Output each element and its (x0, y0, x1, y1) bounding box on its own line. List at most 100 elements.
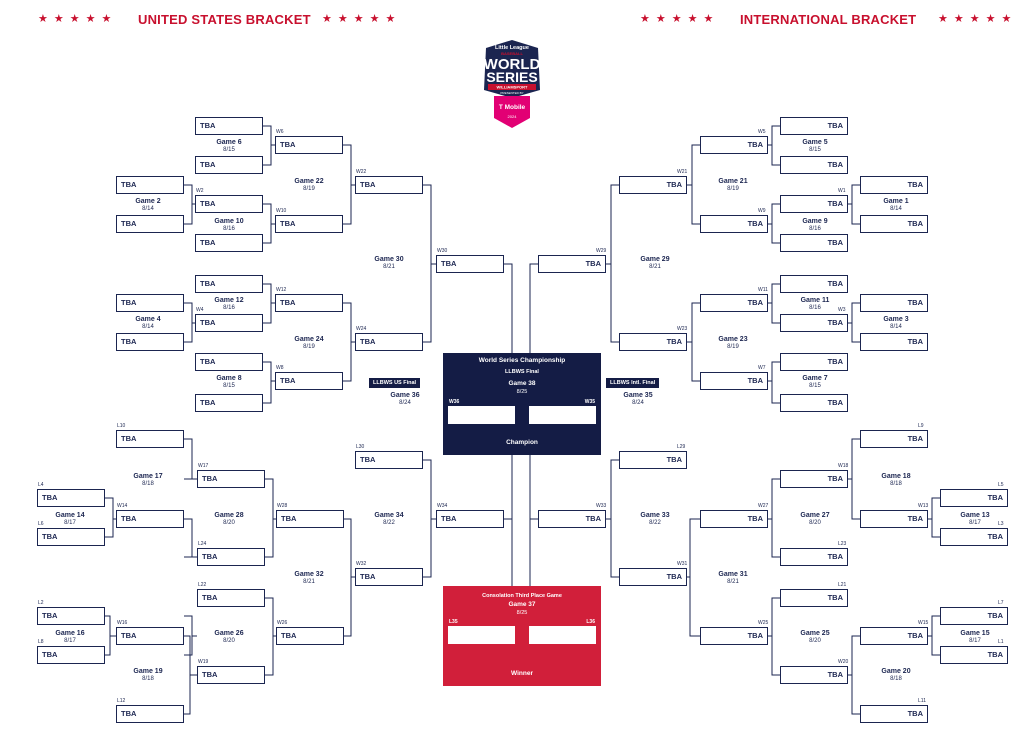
logo-presented-text: PRESENTED BY (500, 91, 523, 95)
bracket-connector (344, 518, 352, 637)
team-slot: TBA (860, 333, 928, 351)
bracket-connector (265, 478, 274, 558)
slot-seed-label: L1 (998, 639, 1004, 645)
game-date: 8/22 (649, 520, 661, 526)
slot-seed-label: L12 (117, 698, 126, 704)
game-name: Game 24 (294, 336, 324, 343)
team-slot: TBA (860, 430, 928, 448)
bracket-connector (184, 635, 191, 715)
game-name: Game 1 (883, 198, 909, 205)
game-name: Game 8 (216, 375, 242, 382)
team-slot: TBA (940, 528, 1008, 546)
game-name: Game 17 (133, 473, 163, 480)
slot-seed-label: W15 (918, 620, 929, 626)
team-slot: TBA (860, 215, 928, 233)
game-name: Game 19 (133, 668, 163, 675)
game-date: 8/16 (809, 305, 821, 311)
game-name: Game 27 (800, 512, 830, 519)
game-name: Game 5 (802, 139, 828, 146)
slot-seed-label: L22 (198, 582, 207, 588)
team-slot: TBA (116, 215, 184, 233)
team-slot: TBA (355, 451, 423, 469)
game-name: Game 12 (214, 297, 244, 304)
championship-left-label: W36 (449, 399, 460, 405)
game-name: Game 31 (718, 571, 748, 578)
slot-seed-label: W31 (677, 561, 688, 567)
team-slot: TBA (116, 627, 184, 645)
third-place-panel: Consolation Third Place Game Game 37 8/2… (443, 586, 601, 686)
team-slot: TBA (275, 372, 343, 390)
slot-seed-label: W25 (758, 620, 769, 626)
game-name: Game 23 (718, 336, 748, 343)
team-slot: TBA (619, 333, 687, 351)
game-date: 8/20 (223, 520, 235, 526)
slot-seed-label: W14 (117, 503, 128, 509)
game-name: Game 18 (881, 473, 911, 480)
logo-series-text: SERIES (486, 69, 537, 85)
header-stars-left-2: ★★★★★ (322, 13, 402, 25)
game-date: 8/16 (223, 305, 235, 311)
bracket-connector (184, 184, 193, 225)
bracket-connector (263, 125, 272, 166)
game-name: Game 16 (55, 630, 85, 637)
team-slot: TBA (195, 195, 263, 213)
championship-date: 8/25 (516, 389, 528, 395)
slot-seed-label: L11 (918, 698, 926, 704)
team-slot: TBA (37, 646, 105, 664)
slot-seed-label: W16 (117, 620, 128, 626)
team-slot: TBA (780, 666, 848, 684)
team-slot: TBA (195, 234, 263, 252)
slot-seed-label: W11 (758, 287, 768, 293)
bracket-connector (851, 184, 860, 225)
slot-seed-label: W28 (277, 503, 288, 509)
bracket-connector (529, 263, 538, 353)
slot-seed-label: L30 (356, 444, 365, 450)
championship-right-slot (529, 406, 596, 424)
team-slot: TBA (860, 294, 928, 312)
game-name: Game 6 (216, 139, 242, 146)
slot-seed-label: W32 (356, 561, 367, 567)
game-name: Game 29 (640, 256, 670, 263)
slot-seed-label: L4 (38, 482, 44, 488)
team-slot: TBA (197, 548, 265, 566)
team-slot: TBA (116, 430, 184, 448)
team-slot: TBA (116, 333, 184, 351)
team-slot: TBA (700, 372, 768, 390)
header-stars-right-1: ★★★★★ (640, 13, 720, 25)
third-place-date: 8/25 (516, 610, 528, 616)
team-slot: TBA (780, 117, 848, 135)
team-slot: TBA (195, 117, 263, 135)
bracket-connector (263, 361, 272, 404)
game-name: Game 28 (214, 512, 244, 519)
logo-sponsor-text: T Mobile (499, 104, 526, 111)
game-date: 8/16 (223, 226, 235, 232)
game-date: 8/18 (142, 676, 154, 682)
game-name: Game 30 (374, 256, 404, 263)
slot-seed-label: L29 (677, 444, 686, 450)
game-date: 8/19 (727, 344, 739, 350)
third-place-title: Consolation Third Place Game (482, 593, 562, 599)
bracket-connector (771, 125, 780, 166)
bracket-connector (610, 459, 619, 578)
game-date: 8/17 (64, 638, 76, 644)
bracket-connector (851, 438, 860, 520)
logo-top-text: Little League (495, 45, 529, 51)
game-date: 8/14 (890, 324, 902, 330)
team-slot: TBA (700, 215, 768, 233)
team-slot: TBA (780, 195, 848, 213)
bracket-connector (423, 184, 432, 343)
team-slot: TBA (538, 255, 606, 273)
game-date: 8/15 (809, 383, 821, 389)
game-name: Game 13 (960, 512, 990, 519)
slot-seed-label: W33 (596, 503, 607, 509)
team-slot: TBA (197, 470, 265, 488)
game-date: 8/22 (383, 520, 395, 526)
